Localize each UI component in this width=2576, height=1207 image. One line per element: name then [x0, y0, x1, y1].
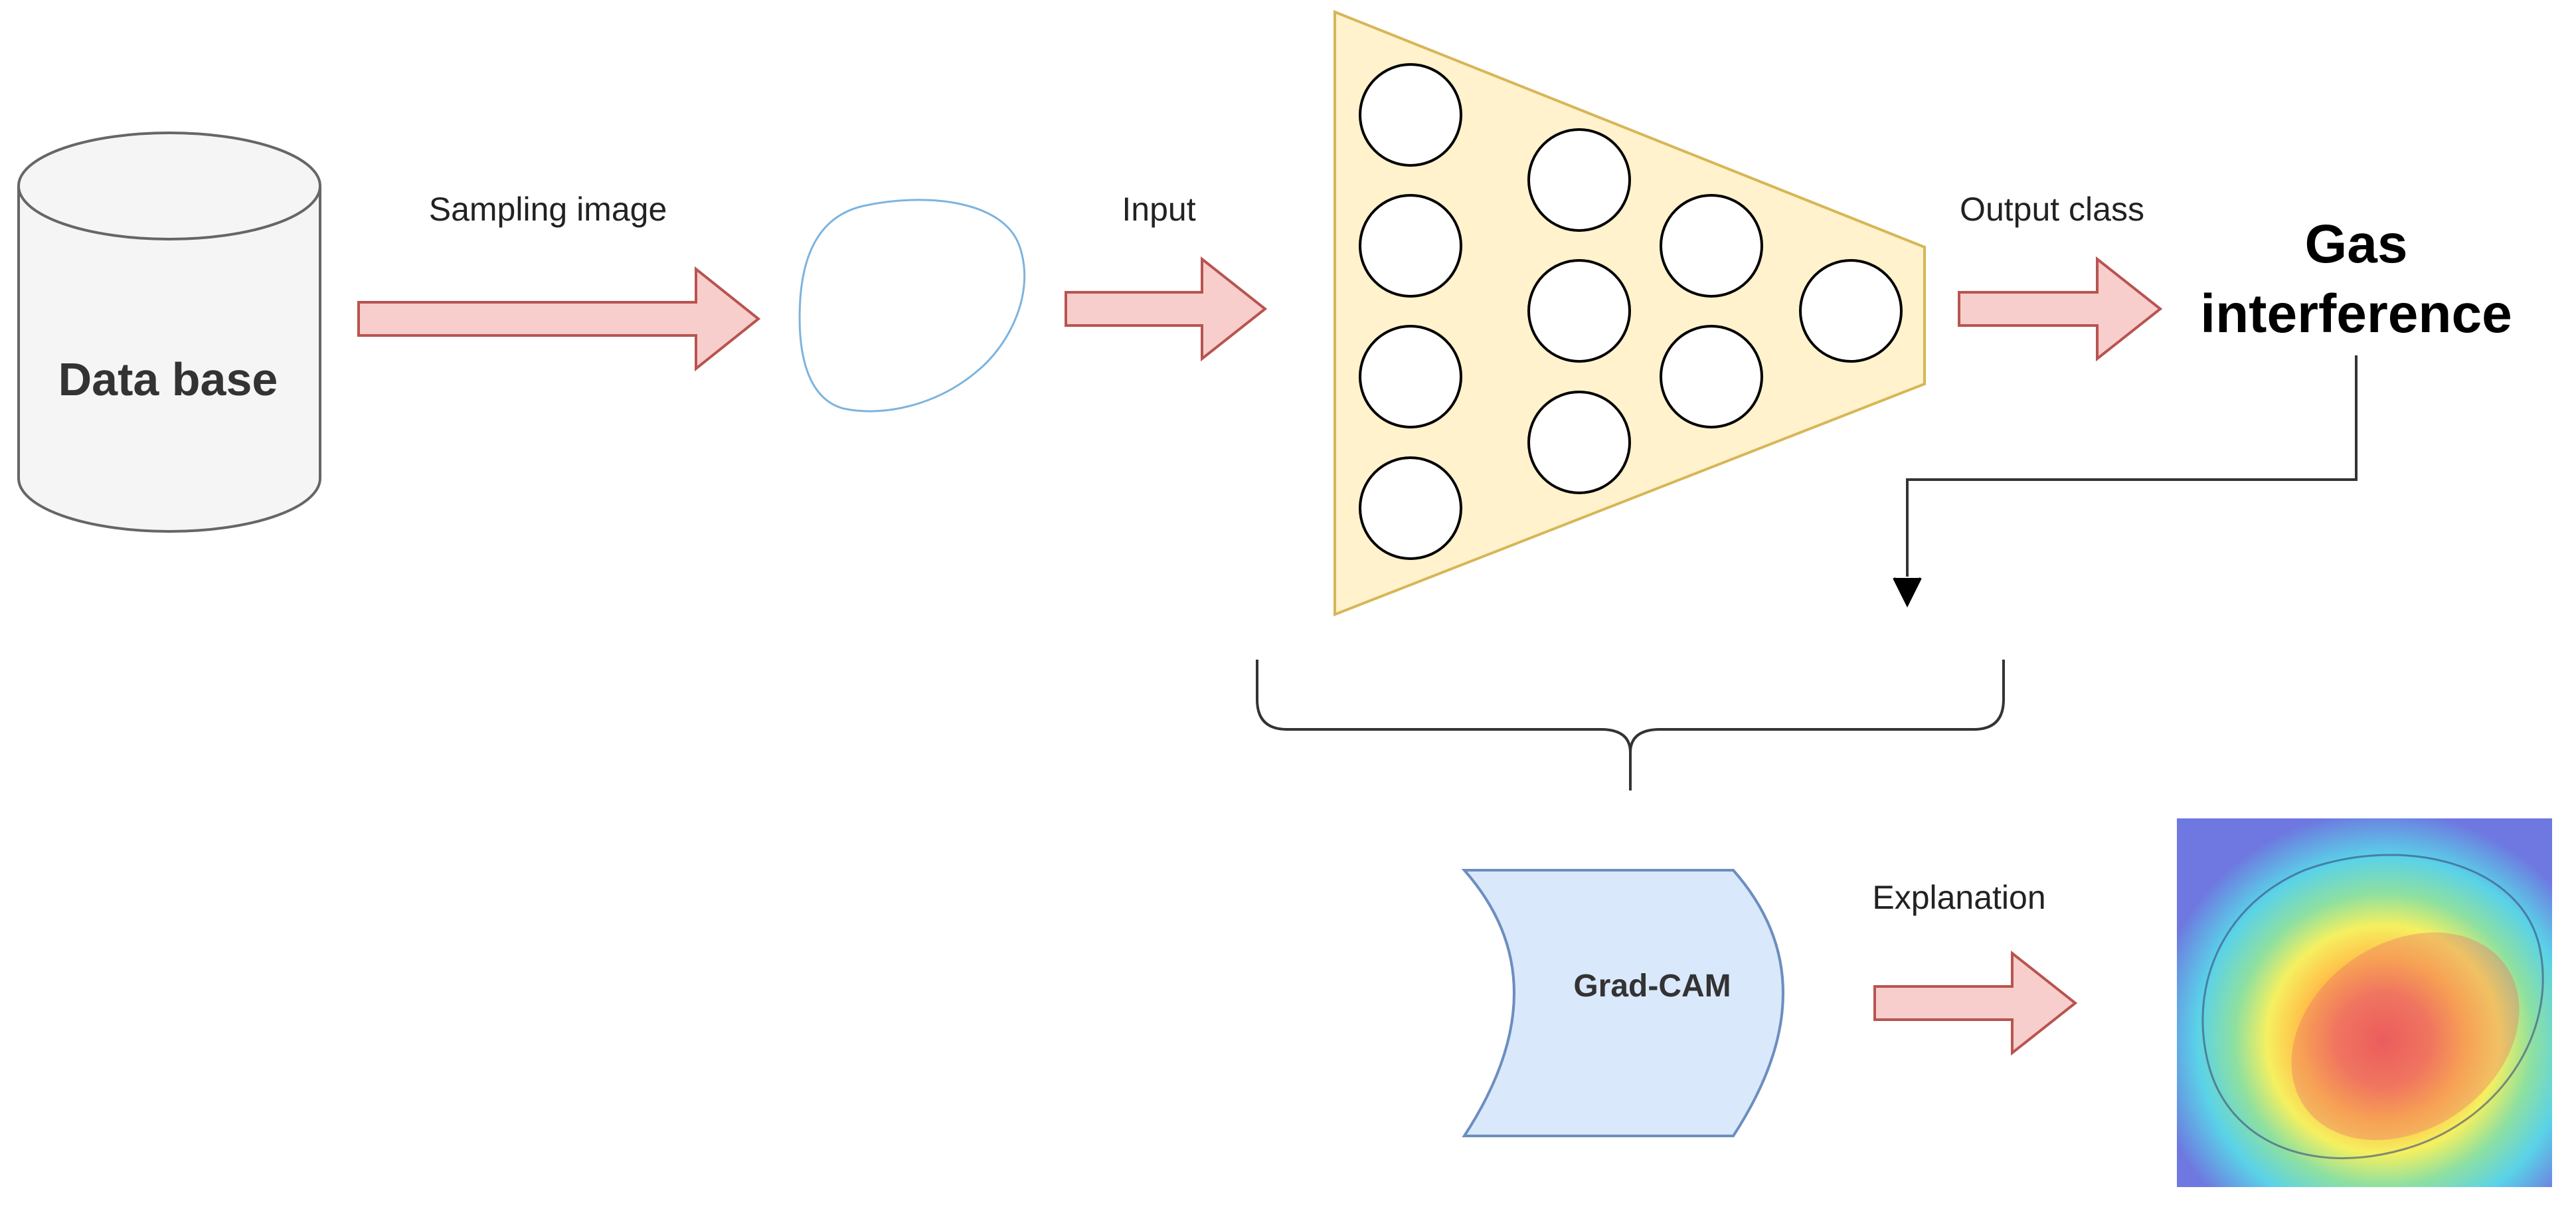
output-class-line-2: interference [2200, 284, 2512, 344]
gradcam-label: Grad-CAM [1573, 969, 1731, 1004]
network-layer-1 [1359, 63, 1462, 560]
database-label: Data base [58, 353, 278, 405]
neuron [1359, 194, 1462, 298]
input-arrow [1065, 256, 1268, 362]
result-connector-arrow [1893, 355, 2358, 608]
neuron [1660, 325, 1763, 428]
neural-network [1333, 10, 1926, 616]
sampling-arrow [357, 266, 761, 372]
neuron [1527, 128, 1631, 232]
neuron [1359, 63, 1462, 167]
neuron [1799, 259, 1903, 363]
neuron [1527, 259, 1631, 363]
neuron [1527, 391, 1631, 494]
explanation-arrow [1873, 950, 2078, 1056]
database-cylinder: Data base [17, 132, 321, 533]
curly-brace [1256, 660, 2005, 790]
output-arrow [1958, 256, 2163, 362]
neuron [1359, 456, 1462, 560]
neuron [1660, 194, 1763, 298]
explanation-label: Explanation [1872, 879, 2045, 916]
sampled-contour-image [798, 199, 1026, 413]
gradcam-heatmap-image [2177, 818, 2552, 1187]
input-label: Input [1122, 191, 1195, 228]
output-class-line-1: Gas [2305, 214, 2408, 274]
sampling-image-label: Sampling image [429, 191, 667, 228]
neuron [1359, 325, 1462, 428]
network-layer-2 [1527, 128, 1631, 494]
network-layer-4 [1799, 259, 1903, 363]
output-class-label: Output class [1960, 191, 2144, 228]
network-layer-3 [1660, 194, 1763, 428]
gradcam-block: Grad-CAM [1461, 869, 1784, 1137]
